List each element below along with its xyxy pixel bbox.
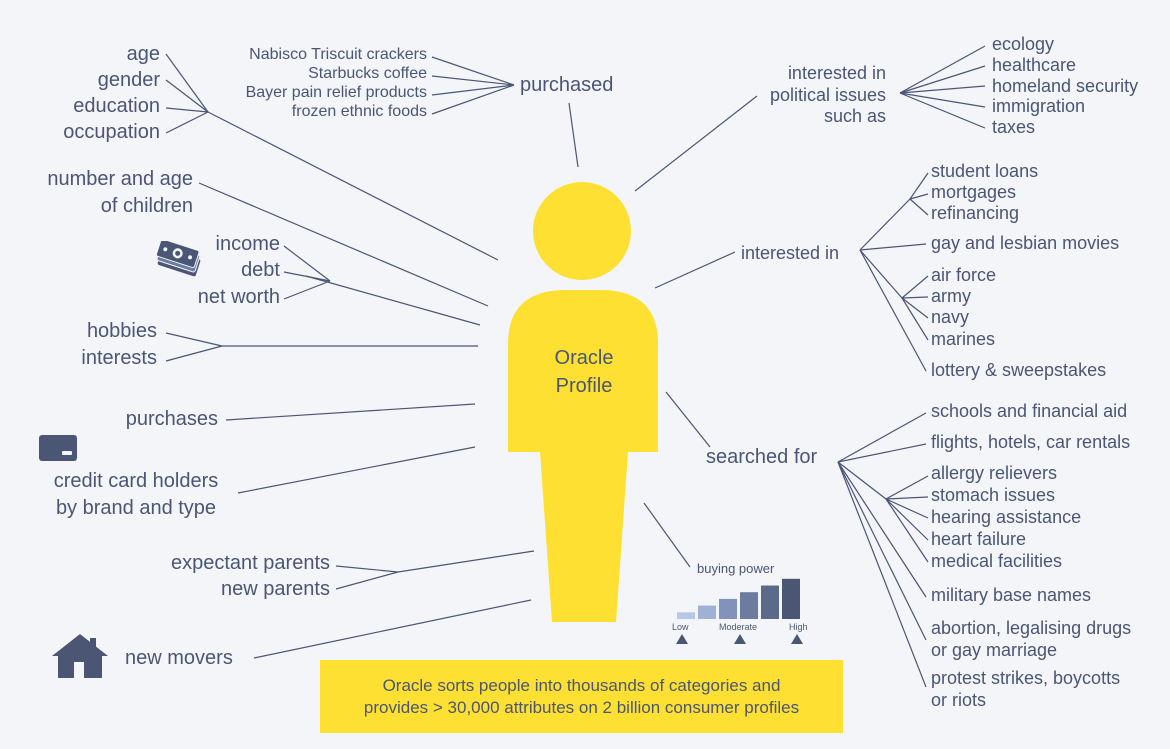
label-net-worth: net worth — [197, 286, 280, 308]
political-item-ecology: ecology — [992, 34, 1055, 54]
label-political-issues: interested in political issues such as — [769, 63, 886, 126]
buying-power-title: buying power — [697, 561, 775, 576]
search-social-issues: abortion, legalising drugs or gay marria… — [931, 618, 1132, 660]
buying-power-bar-5 — [761, 585, 779, 619]
interest-marines: marines — [931, 329, 996, 349]
label-children: number and age of children — [47, 168, 193, 217]
marker-low — [676, 634, 688, 644]
label-expectant-parents: expectant parents — [171, 552, 330, 574]
buying-power-high: High — [789, 622, 808, 632]
interest-refinancing: refinancing — [931, 203, 1020, 223]
label-interests: interests — [81, 347, 157, 369]
search-heart-failure: heart failure — [931, 529, 1027, 549]
search-military-base: military base names — [931, 585, 1092, 605]
marker-moderate — [734, 634, 746, 644]
house-icon — [50, 632, 110, 685]
purchased-item-bayer: Bayer pain relief products — [245, 84, 427, 101]
credit-card-icon — [39, 435, 77, 466]
person-torso — [508, 290, 658, 452]
interest-student-loans: student loans — [931, 161, 1039, 181]
search-medical-facilities: medical facilities — [931, 551, 1063, 571]
label-new-movers: new movers — [125, 647, 233, 669]
label-purchases: purchases — [125, 408, 218, 430]
search-protest: protest strikes, boycotts or riots — [931, 668, 1121, 710]
interest-army: army — [931, 286, 971, 306]
buying-power-bar-3 — [719, 598, 737, 619]
purchased-item-frozen-foods: frozen ethnic foods — [291, 103, 427, 120]
search-allergy: allergy relievers — [931, 463, 1058, 483]
label-purchased: purchased — [520, 74, 614, 96]
label-debt: debt — [241, 259, 280, 281]
buying-power-markers — [676, 634, 803, 644]
label-occupation: occupation — [63, 121, 160, 143]
label-searched-for: searched for — [706, 446, 818, 468]
label-gender: gender — [97, 69, 160, 91]
buying-power-bar-1 — [677, 612, 695, 619]
interest-air-force: air force — [931, 265, 997, 285]
interest-navy: navy — [931, 307, 970, 327]
interest-mortgages: mortgages — [931, 182, 1017, 202]
label-interested-in: interested in — [741, 243, 840, 263]
buying-power-scale: buying power Low Moderate High — [660, 558, 820, 648]
buying-power-bar-2 — [698, 605, 716, 619]
political-item-healthcare: healthcare — [992, 55, 1077, 75]
search-stomach: stomach issues — [931, 485, 1056, 505]
political-item-homeland-security: homeland security — [992, 76, 1139, 96]
purchased-item-starbucks: Starbucks coffee — [308, 65, 427, 82]
buying-power-low: Low — [672, 622, 689, 632]
buying-power-moderate: Moderate — [719, 622, 758, 632]
search-hearing: hearing assistance — [931, 507, 1082, 527]
search-schools: schools and financial aid — [931, 401, 1128, 421]
label-income: income — [215, 233, 280, 255]
oracle-profile-label: Oracle Profile — [554, 347, 614, 397]
person-head — [533, 182, 631, 280]
label-credit-cards: credit card holders by brand and type — [53, 470, 219, 519]
label-hobbies: hobbies — [86, 320, 157, 342]
buying-power-bar-6 — [782, 578, 800, 619]
political-item-taxes: taxes — [992, 117, 1036, 137]
purchased-item-triscuit: Nabisco Triscuit crackers — [249, 46, 427, 63]
interest-lottery: lottery & sweepstakes — [931, 360, 1107, 380]
caption-text: Oracle sorts people into thousands of ca… — [363, 675, 800, 717]
political-item-immigration: immigration — [992, 96, 1086, 116]
search-travel: flights, hotels, car rentals — [931, 432, 1131, 452]
buying-power-bars — [677, 578, 800, 619]
label-new-parents: new parents — [221, 578, 330, 600]
cash-icon — [154, 238, 204, 282]
caption-box: Oracle sorts people into thousands of ca… — [320, 660, 843, 733]
interest-gay-lesbian-movies: gay and lesbian movies — [931, 233, 1120, 253]
person-legs — [540, 452, 628, 622]
marker-high — [791, 634, 803, 644]
buying-power-bar-4 — [740, 592, 758, 619]
label-age: age — [126, 43, 160, 65]
label-education: education — [73, 95, 160, 117]
